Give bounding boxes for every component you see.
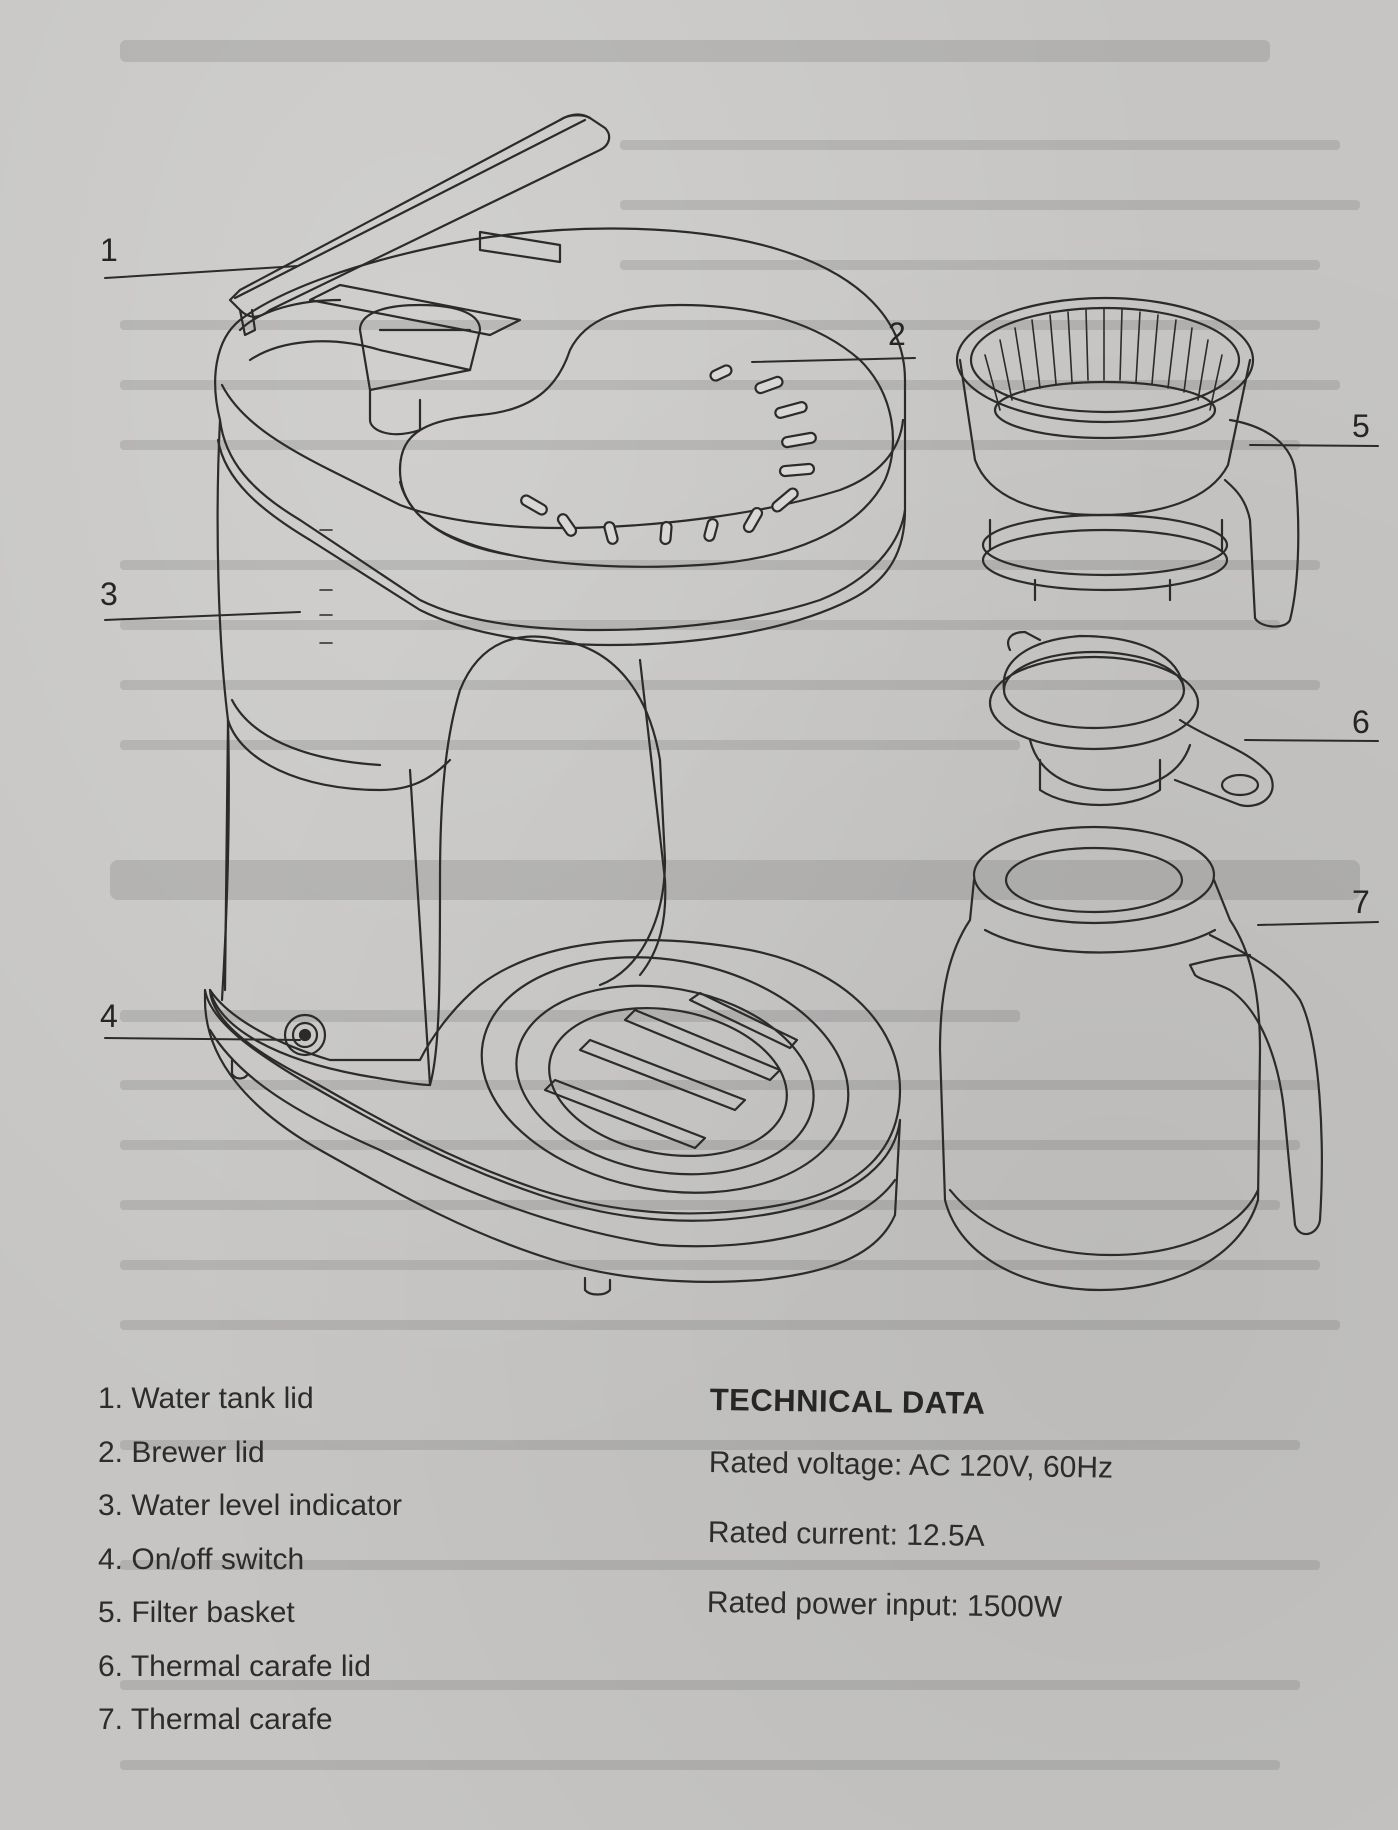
coffee-maker-body (203, 113, 907, 1296)
callout-2: 2 (888, 316, 906, 352)
parts-list-item: 4. On/off switch (98, 1542, 305, 1576)
parts-list-item: 2. Brewer lid (98, 1435, 265, 1469)
callout-1: 1 (100, 232, 118, 268)
thermal-carafe-drawing (938, 825, 1323, 1292)
rated-current: Rated current: 12.5A (707, 1515, 985, 1553)
parts-list: 1. Water tank lid 2. Brewer lid 3. Water… (98, 1372, 402, 1747)
rated-power-input: Rated power input: 1500W (706, 1585, 1063, 1624)
filter-basket-drawing (955, 296, 1300, 628)
callout-7: 7 (1352, 884, 1370, 920)
callout-6: 6 (1352, 704, 1370, 740)
parts-list-item: 6. Thermal carafe lid (98, 1649, 371, 1683)
callout-4: 4 (100, 998, 118, 1034)
parts-list-item: 7. Thermal carafe (98, 1703, 333, 1736)
leader-lines (104, 265, 1379, 1041)
technical-data-section: TECHNICAL DATA Rated voltage: AC 120V, 6… (706, 1382, 1114, 1662)
technical-data-heading: TECHNICAL DATA (709, 1382, 986, 1421)
parts-list-item: 5. Filter basket (98, 1596, 295, 1629)
parts-list-item: 1. Water tank lid (98, 1382, 314, 1415)
carafe-lid-drawing (988, 630, 1274, 808)
callout-5: 5 (1352, 408, 1370, 444)
rated-voltage: Rated voltage: AC 120V, 60Hz (708, 1445, 1114, 1485)
parts-list-item: 3. Water level indicator (98, 1489, 403, 1522)
callout-3: 3 (100, 576, 118, 612)
